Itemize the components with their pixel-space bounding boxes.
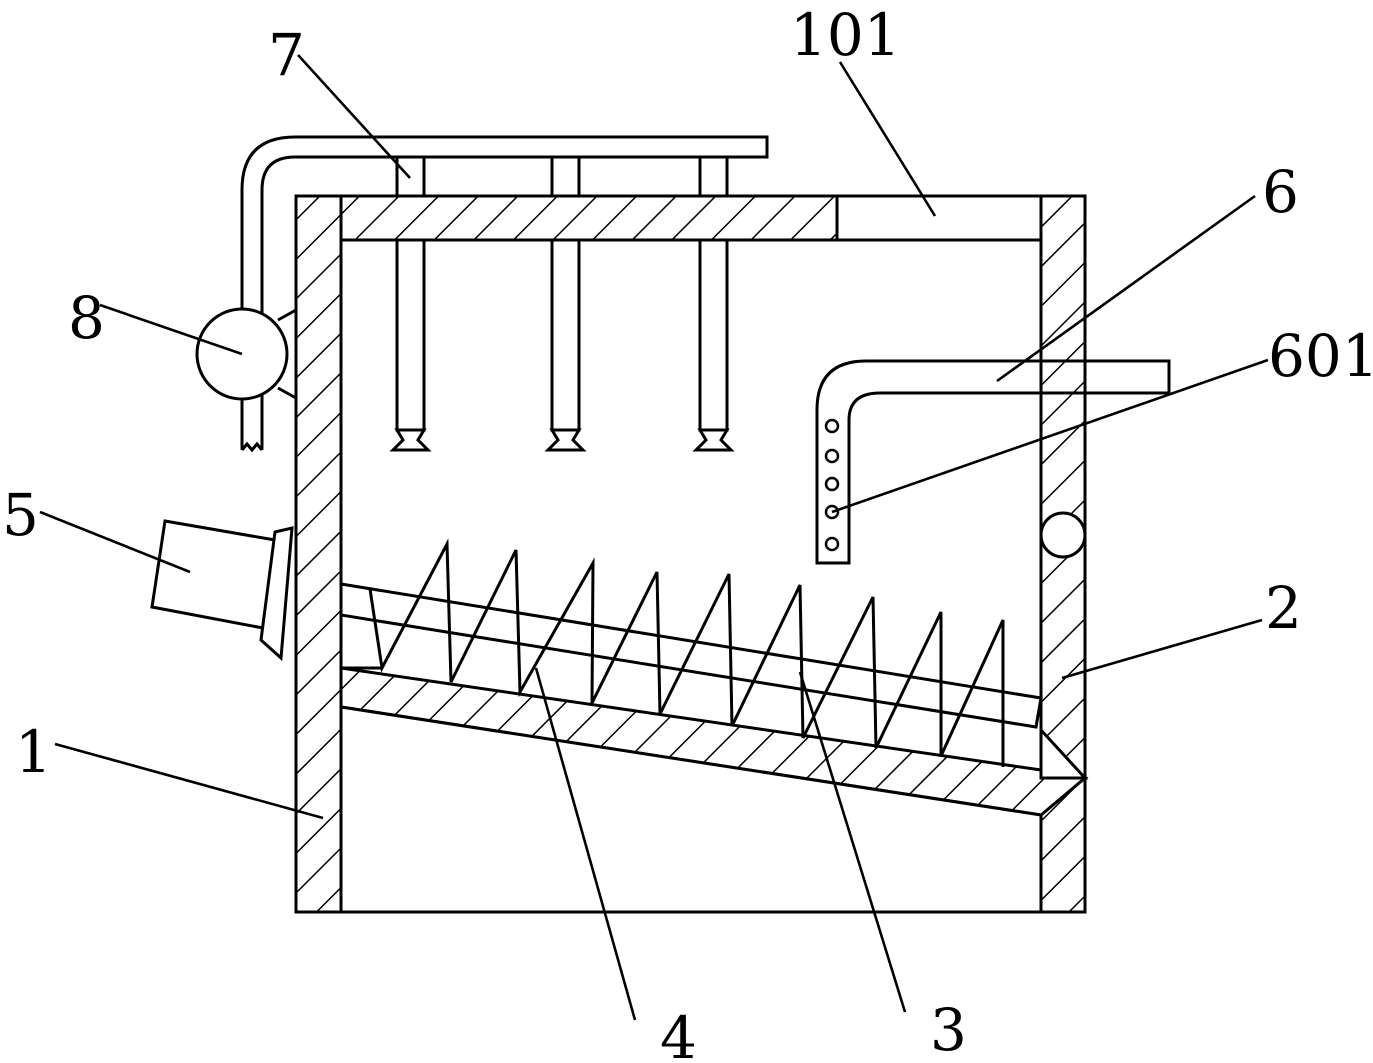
label-5: 5 xyxy=(2,481,39,549)
screw-conveyor xyxy=(339,538,1043,767)
spray-drop-3 xyxy=(698,155,729,199)
screw-blades xyxy=(368,538,1005,767)
spray-drop-2 xyxy=(550,155,581,199)
leader-lines xyxy=(39,54,1269,1021)
label-4: 4 xyxy=(660,1004,697,1063)
air-hole-1 xyxy=(824,418,840,434)
air-hole-3 xyxy=(824,476,840,492)
label-3: 3 xyxy=(930,996,967,1063)
pump xyxy=(195,307,297,401)
screw-shaft xyxy=(339,582,1043,729)
air-hole-5 xyxy=(824,536,840,552)
spray-nozzles xyxy=(389,238,735,452)
label-601: 601 xyxy=(1268,322,1373,390)
housing xyxy=(294,194,1089,914)
label-6: 6 xyxy=(1262,158,1299,226)
drain-valve xyxy=(1039,511,1087,559)
spray-pipe-manifold xyxy=(240,135,769,453)
air-hole-2 xyxy=(824,448,840,464)
label-7: 7 xyxy=(268,21,305,89)
sloped-bottom-wall xyxy=(339,666,1089,817)
label-8: 8 xyxy=(68,284,105,352)
outlet-stub xyxy=(1083,359,1171,395)
motor xyxy=(150,519,294,662)
label-2: 2 xyxy=(1265,574,1302,642)
label-101: 101 xyxy=(790,1,901,69)
air-pipe xyxy=(815,359,1171,565)
left-wall xyxy=(294,194,343,914)
top-opening xyxy=(835,194,1043,242)
air-hole-4 xyxy=(824,504,840,520)
label-1: 1 xyxy=(15,718,52,786)
top-wall xyxy=(294,194,839,242)
